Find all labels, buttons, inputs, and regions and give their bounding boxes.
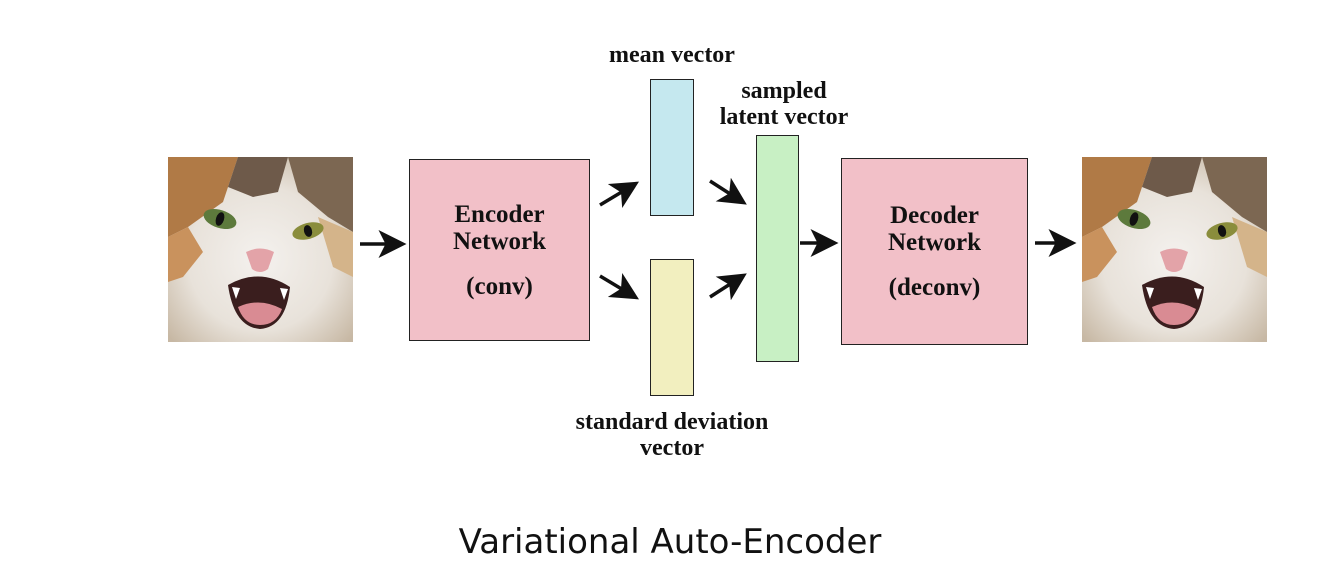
decoder-label-line1: Decoder	[890, 202, 979, 229]
arrow-icon	[709, 273, 747, 301]
decoder-label-line2: Network	[887, 229, 982, 256]
arrow-icon	[709, 177, 747, 205]
input-cat-image	[168, 157, 353, 342]
encoder-label-line2: Network	[452, 227, 547, 255]
sampled-latent-vector-label: sampled latent vector	[700, 78, 868, 130]
output-cat-image	[1082, 157, 1267, 342]
std-label-line1: standard deviation	[575, 409, 769, 435]
encoder-sub-label: (conv)	[466, 272, 533, 300]
std-label-line2: vector	[640, 435, 704, 461]
arrow-icon	[599, 272, 640, 300]
encoder-label-line1: Encoder	[454, 200, 545, 228]
arrow-icon	[599, 181, 640, 209]
sampled-latent-vector-box	[756, 135, 799, 362]
latent-label-line1: sampled	[741, 78, 827, 104]
decoder-sub-label: (deconv)	[888, 274, 981, 301]
encoder-network-box: Encoder Network (conv)	[409, 159, 590, 341]
diagram-title: Variational Auto-Encoder	[458, 522, 882, 562]
mean-vector-box	[650, 79, 694, 216]
latent-label-line2: latent vector	[719, 104, 849, 130]
std-deviation-vector-label: standard deviation vector	[552, 409, 792, 461]
decoder-network-box: Decoder Network (deconv)	[841, 158, 1028, 345]
mean-vector-label: mean vector	[609, 42, 735, 68]
std-deviation-vector-box	[650, 259, 694, 396]
